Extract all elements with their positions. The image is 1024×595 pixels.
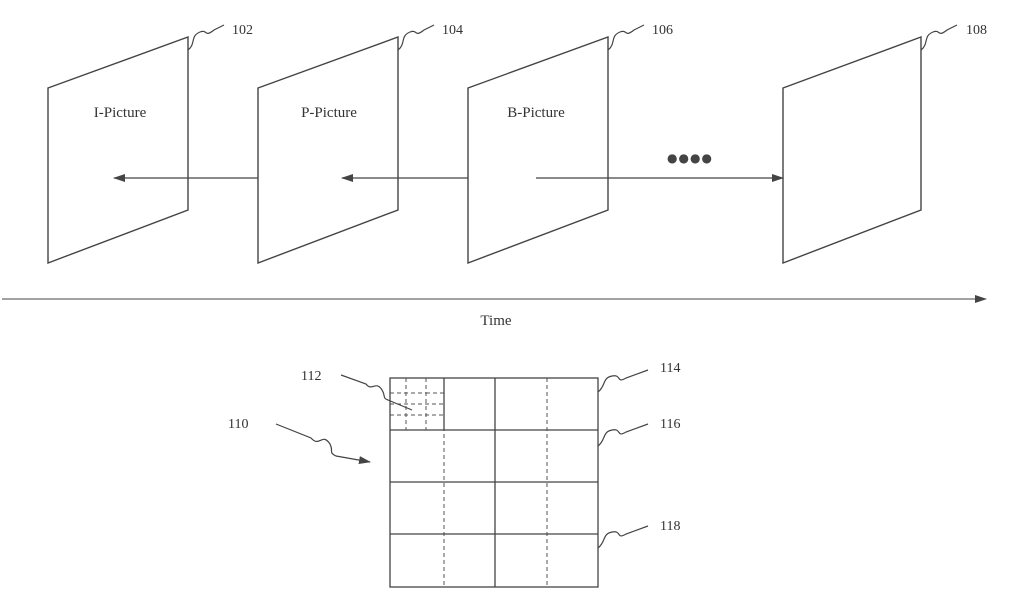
block-grid (389, 377, 599, 588)
ref-leader-108 (920, 24, 958, 51)
ellipsis-dots: ●●●● (667, 151, 713, 165)
ref-label-114: 114 (660, 361, 680, 376)
picture-i: I-Picture 102 (47, 23, 253, 265)
ref-label-118: 118 (660, 519, 680, 534)
ref-label-108: 108 (966, 23, 987, 38)
ref-leader-110 (275, 423, 371, 465)
ref-label-104: 104 (442, 23, 463, 38)
ref-leader-118 (597, 525, 649, 549)
picture-b: B-Picture 106 (467, 23, 673, 265)
picture-label-p: P-Picture (301, 105, 357, 121)
ref-label-110: 110 (228, 417, 248, 432)
ref-leader-106 (607, 24, 645, 51)
ref-leader-104 (397, 24, 435, 51)
ref-leader-116 (597, 423, 649, 447)
picture-frame-102 (47, 36, 189, 265)
ref-leader-114 (597, 369, 649, 393)
picture-frame-108 (782, 35, 922, 265)
picture-label-b: B-Picture (507, 105, 565, 121)
picture-frame-106 (467, 36, 609, 265)
ref-label-102: 102 (232, 23, 253, 38)
time-axis-label: Time (480, 313, 511, 329)
ref-leader-112 (340, 374, 413, 411)
picture-label-i: I-Picture (94, 105, 147, 121)
ref-label-116: 116 (660, 417, 680, 432)
ref-label-106: 106 (652, 23, 673, 38)
picture-108: 108 (782, 23, 987, 265)
picture-frame-104 (257, 36, 399, 265)
ref-leader-102 (187, 24, 225, 51)
ref-label-112: 112 (301, 369, 321, 384)
picture-p: P-Picture 104 (257, 23, 463, 265)
